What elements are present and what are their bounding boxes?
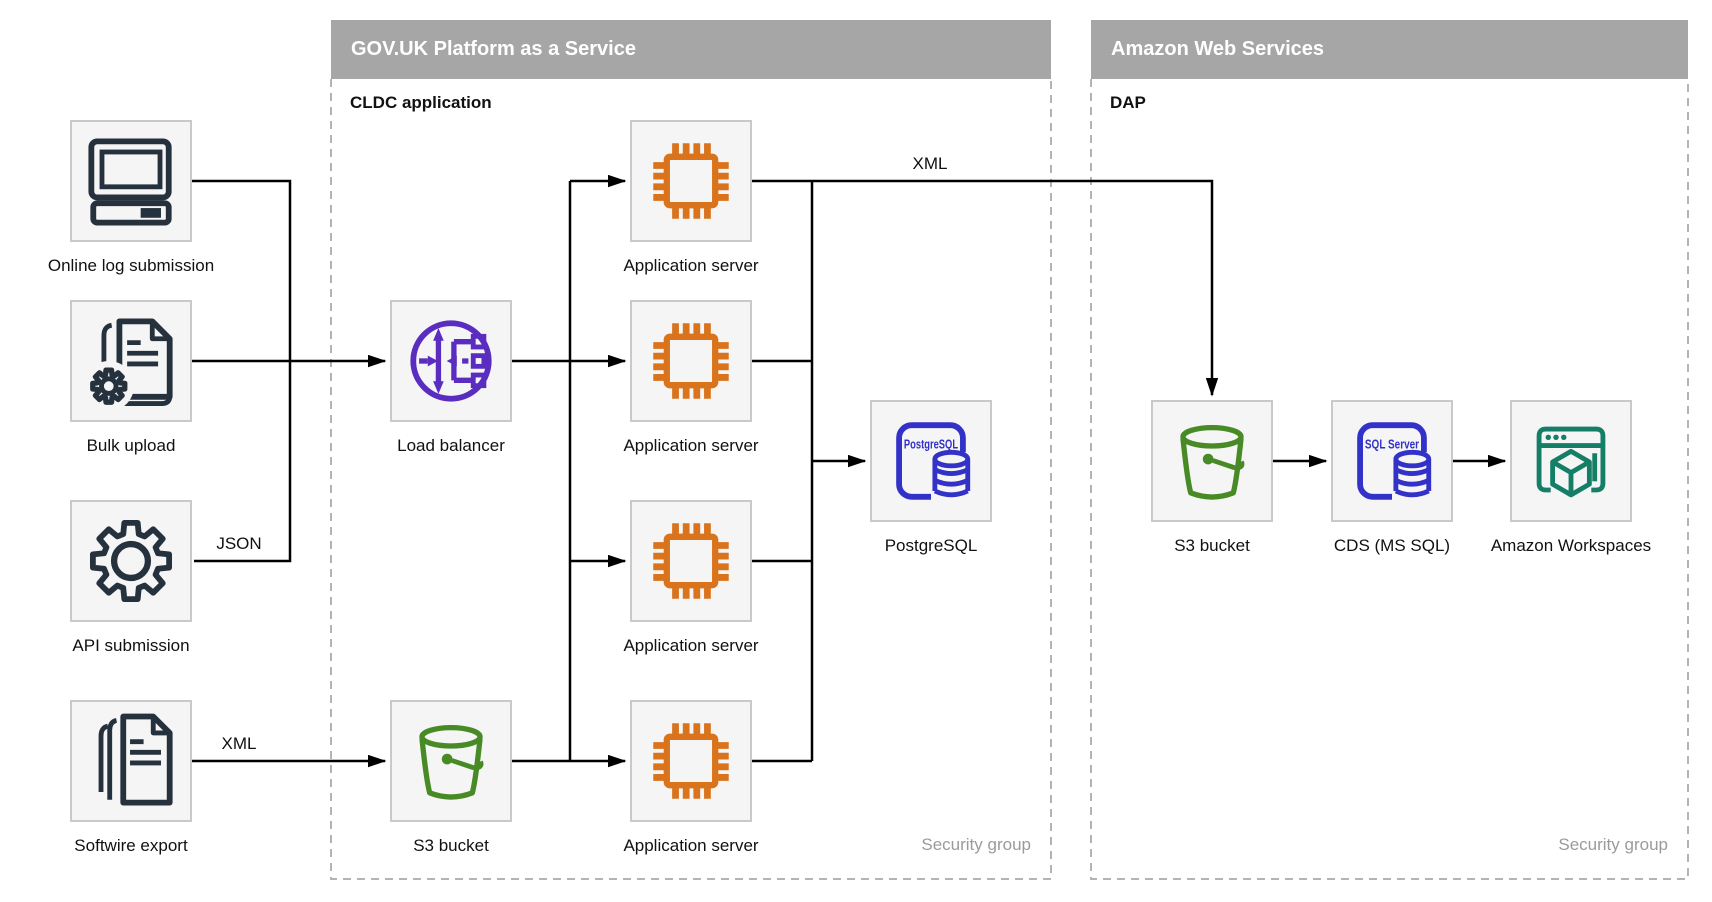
xml-aws-edge-label: XML xyxy=(912,154,948,173)
postgresql-database-icon: PostgreSQL xyxy=(896,422,974,501)
govuk-panel-subtitle: CLDC application xyxy=(350,93,492,112)
sql-server-box: SQL Server xyxy=(1331,400,1453,522)
node-label: PostgreSQL xyxy=(884,536,978,555)
application-server-box xyxy=(630,120,752,242)
node-label: CDS (MS SQL) xyxy=(1333,536,1451,555)
gear-icon xyxy=(72,502,190,620)
computer-icon xyxy=(88,138,172,226)
node-amazon-workspaces: Amazon Workspaces xyxy=(1491,400,1651,555)
node-bulk-upload: Bulk upload xyxy=(70,300,192,455)
node-s3-bucket-govuk: S3 bucket xyxy=(390,700,512,855)
edge-app-output-stubs xyxy=(752,359,812,763)
aws-security-group-label: Security group xyxy=(1558,835,1668,854)
edge-onlinelog-api-junction xyxy=(192,179,292,563)
security-group-borders xyxy=(330,79,1689,880)
govuk-panel-title: GOV.UK Platform as a Service xyxy=(351,38,636,60)
aws-panel-subtitle: DAP xyxy=(1110,93,1146,112)
s3-bucket-icon xyxy=(1180,424,1245,500)
node-application-server-3: Application server xyxy=(623,500,759,655)
sql-server-database-icon: SQL Server xyxy=(1357,422,1435,501)
govuk-security-group-border xyxy=(330,79,1052,880)
node-label: S3 bucket xyxy=(1174,536,1250,555)
json-edge-label: JSON xyxy=(216,534,262,553)
aws-security-group-border xyxy=(1090,79,1689,880)
application-server-box xyxy=(630,700,752,822)
application-server-box xyxy=(630,500,752,622)
chip-icon xyxy=(653,323,729,399)
aws-panel-title: Amazon Web Services xyxy=(1111,38,1325,60)
workspaces-icon xyxy=(1536,426,1606,498)
node-application-server-2: Application server xyxy=(623,300,759,455)
chip-icon xyxy=(653,723,729,799)
bulk-upload-box xyxy=(70,300,192,422)
documents-stack-icon xyxy=(98,713,173,806)
node-label: Bulk upload xyxy=(86,436,176,455)
govuk-security-group-label: Security group xyxy=(921,835,1031,854)
softwire-export-box xyxy=(70,700,192,822)
node-label: Softwire export xyxy=(74,836,188,855)
workspaces-box xyxy=(1510,400,1632,522)
load-balancer-icon xyxy=(410,320,492,402)
node-label: Amazon Workspaces xyxy=(1490,536,1652,555)
node-label: API submission xyxy=(72,636,190,655)
node-cds-ms-sql: SQL Server CDS (MS SQL) xyxy=(1331,400,1453,555)
application-server-box xyxy=(630,300,752,422)
document-gear-icon xyxy=(83,318,173,412)
node-api-submission: API submission xyxy=(70,500,192,655)
node-label: S3 bucket xyxy=(413,836,489,855)
node-softwire-export: Softwire export xyxy=(70,700,192,855)
node-application-server-1: Application server xyxy=(623,120,759,275)
node-application-server-4: Application server xyxy=(623,700,759,855)
node-s3-bucket-aws: S3 bucket xyxy=(1151,400,1273,555)
node-label: Application server xyxy=(623,636,759,655)
chip-icon xyxy=(653,523,729,599)
s3-bucket-icon xyxy=(419,724,484,800)
node-label: Application server xyxy=(623,836,759,855)
postgresql-box: PostgreSQL xyxy=(870,400,992,522)
edge-app1-to-aws-s3 xyxy=(752,179,1219,397)
s3-bucket-box xyxy=(390,700,512,822)
xml-softwire-edge-label: XML xyxy=(221,734,257,753)
node-load-balancer: Load balancer xyxy=(390,300,512,455)
online-log-box xyxy=(70,120,192,242)
govuk-panel-header: GOV.UK Platform as a Service xyxy=(331,20,1051,79)
node-label: Load balancer xyxy=(397,436,505,455)
node-label: Online log submission xyxy=(47,256,215,275)
load-balancer-box xyxy=(390,300,512,422)
node-postgresql: PostgreSQL PostgreSQL xyxy=(870,400,992,555)
api-submission-box xyxy=(70,500,192,622)
chip-icon xyxy=(653,143,729,219)
node-online-log-submission: Online log submission xyxy=(48,120,214,275)
node-label: Application server xyxy=(623,256,759,275)
diagram-connectors xyxy=(192,174,1507,768)
aws-panel-header: Amazon Web Services xyxy=(1091,20,1688,79)
sql-server-icon-text: SQL Server xyxy=(1365,437,1419,451)
postgresql-icon-text: PostgreSQL xyxy=(904,437,958,451)
node-label: Application server xyxy=(623,436,759,455)
s3-bucket-box xyxy=(1151,400,1273,522)
